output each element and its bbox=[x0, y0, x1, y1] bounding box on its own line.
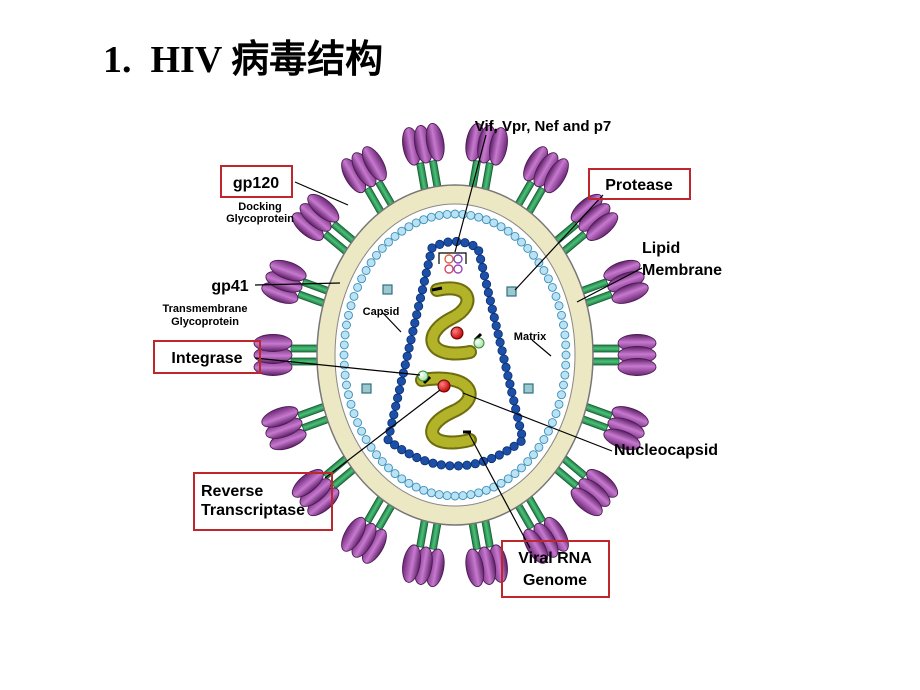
protease-square-icons bbox=[361, 284, 534, 394]
label-gp41: gp41 bbox=[211, 278, 248, 295]
label-genome: Genome bbox=[523, 572, 587, 589]
reverse-transcriptase-red-circle-icon bbox=[450, 326, 464, 340]
glycoprotein-knob-spike-icon bbox=[253, 334, 322, 376]
glycoprotein-knob-spike-icon bbox=[341, 146, 398, 217]
glycoprotein-knob-spike-icon bbox=[512, 146, 569, 217]
glycoprotein-knob-spike-icon bbox=[402, 122, 445, 194]
label-docking-glycoprotein: Glycoprotein bbox=[226, 213, 294, 225]
integrase-green-circle-icon bbox=[473, 337, 485, 349]
label-lipid: Lipid bbox=[642, 240, 680, 257]
label-nucleocapsid: Nucleocapsid bbox=[614, 442, 718, 459]
integrase-green-circle-icon bbox=[417, 370, 429, 382]
matrix-ring bbox=[339, 209, 571, 501]
rna-strand-lower-fill bbox=[417, 373, 475, 448]
slide-title: 1. HIV 病毒结构 bbox=[103, 28, 383, 83]
glycoprotein-knob-spike-icon bbox=[402, 516, 445, 588]
label-capsid: Capsid bbox=[363, 306, 400, 318]
glycoprotein-knob-spike-icon bbox=[588, 334, 657, 376]
glycoprotein-knob-spike-icon bbox=[577, 259, 649, 309]
label-transcriptase: Transcriptase bbox=[201, 502, 305, 519]
reverse-transcriptase-red-circle-icon bbox=[437, 379, 451, 393]
glycoprotein-spikes bbox=[253, 122, 657, 588]
glycoprotein-knob-spike-icon bbox=[465, 516, 508, 588]
boxed-label-frames bbox=[153, 165, 691, 598]
label-transmembrane: Transmembrane bbox=[163, 303, 248, 315]
glycoprotein-knob-spike-icon bbox=[341, 493, 398, 564]
label-docking: Docking bbox=[238, 201, 281, 213]
capsid-cone bbox=[383, 236, 527, 471]
label-gp120: gp120 bbox=[233, 175, 279, 192]
title-number: 1. bbox=[103, 39, 132, 81]
label-protease: Protease bbox=[605, 177, 673, 194]
title-text: HIV 病毒结构 bbox=[150, 39, 384, 81]
glycoprotein-knob-spike-icon bbox=[261, 259, 333, 309]
label-reverse: Reverse bbox=[201, 483, 263, 500]
label-integrase: Integrase bbox=[171, 350, 242, 367]
label-vif-vpr-nef-p7: Vif, Vpr, Nef and p7 bbox=[475, 118, 611, 135]
glycoprotein-knob-spike-icon bbox=[465, 122, 508, 194]
label-transmembrane-glycoprotein: Glycoprotein bbox=[171, 316, 239, 328]
rna-strand-upper-fill bbox=[427, 283, 475, 359]
accessory-proteins-circle-cluster-icon bbox=[438, 252, 467, 274]
glycoprotein-knob-spike-icon bbox=[577, 401, 649, 451]
leader-lines bbox=[254, 134, 643, 549]
label-membrane: Membrane bbox=[642, 262, 722, 279]
label-matrix: Matrix bbox=[514, 331, 547, 343]
label-viral-rna: Viral RNA bbox=[518, 550, 592, 567]
glycoprotein-knob-spike-icon bbox=[291, 193, 360, 257]
